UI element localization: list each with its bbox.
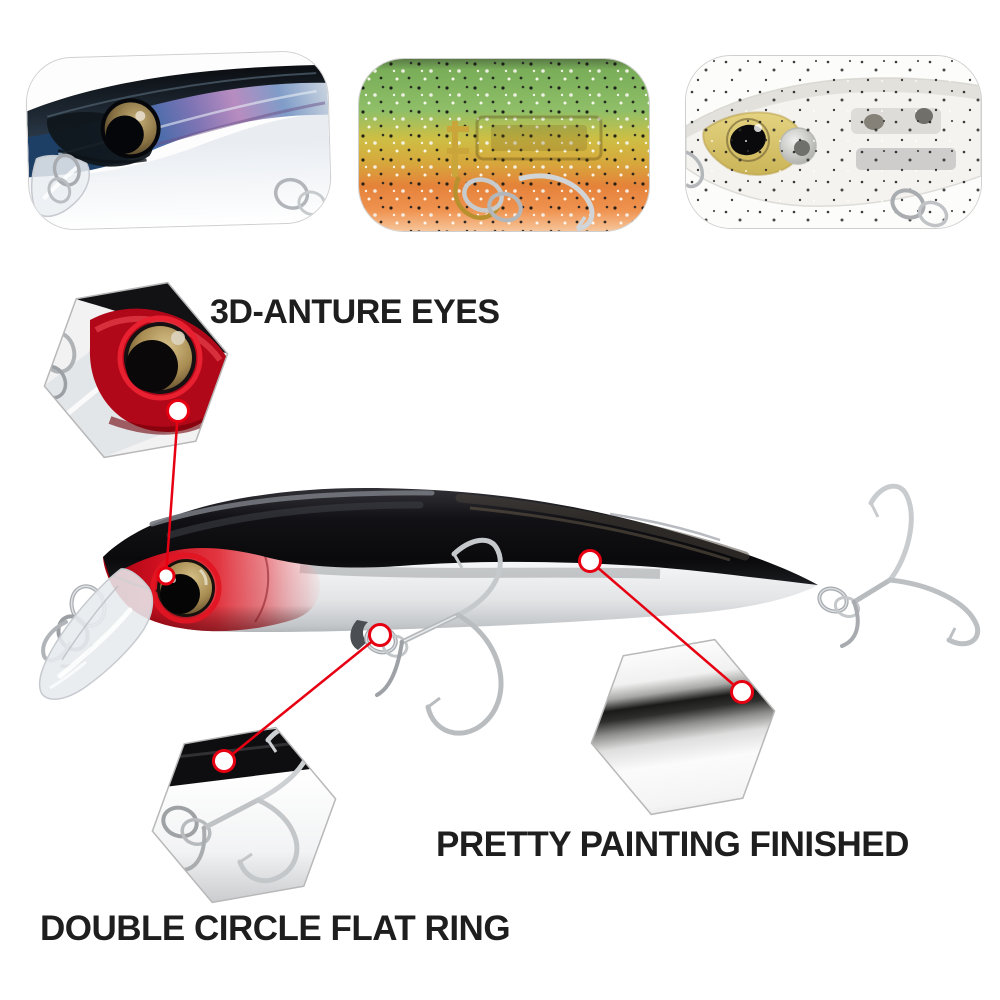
marker-paint-hex xyxy=(730,680,754,704)
clear-lure-image xyxy=(686,56,981,228)
marker-paint-point xyxy=(578,549,602,573)
lure-clear-lip xyxy=(38,568,154,700)
lure-3d-eye xyxy=(150,552,222,624)
callout-label-eyes: 3D-ANTURE EYES xyxy=(210,293,500,331)
lure-black-back xyxy=(103,487,818,585)
tail-split-ring-and-hook xyxy=(817,483,981,648)
marker-eye-hex xyxy=(166,399,190,423)
callout-leader-lines xyxy=(156,399,754,773)
gallery-photo-glitter-lure xyxy=(358,58,650,232)
hexagon-eye-detail xyxy=(43,281,229,459)
gallery-photo-clear-lure xyxy=(685,55,982,229)
lure2-split-ring xyxy=(462,177,504,213)
lure1-split-ring xyxy=(52,153,81,187)
glitter-lure-image xyxy=(359,59,649,231)
marker-ring-point xyxy=(368,623,392,647)
callout-label-ring: DOUBLE CIRCLE FLAT RING xyxy=(40,909,511,948)
lure2-gold-eyelet xyxy=(447,121,469,177)
main-lure xyxy=(38,483,981,736)
blue-lure-image xyxy=(25,50,332,231)
marker-eye-point xyxy=(156,566,176,586)
lure2-silver-hook xyxy=(518,173,595,231)
callout-label-painting: PRETTY PAINTING FINISHED xyxy=(436,825,909,864)
lure2-gold-hook xyxy=(453,175,502,220)
lure3-split-ring xyxy=(890,188,926,220)
marker-ring-hex xyxy=(212,749,236,773)
hexagon-painting-detail xyxy=(590,638,776,816)
gallery-photo-blue-lure xyxy=(24,49,333,232)
